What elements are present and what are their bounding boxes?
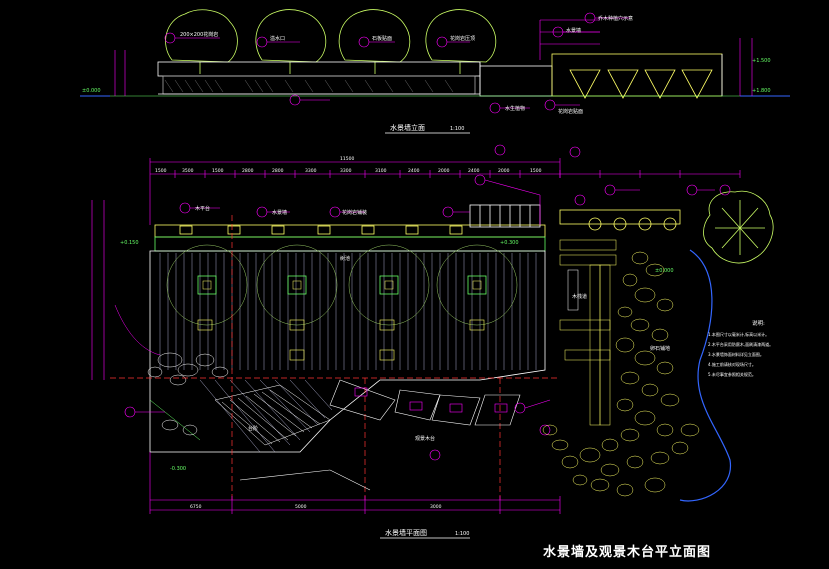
- plan-level-1: +0.300: [500, 240, 519, 246]
- notes-block: 说明: 1.本图尺寸以毫米计,标高以米计。 2.木平台采用防腐木,面刷清漆两道。…: [708, 319, 773, 377]
- elevation-trees: [165, 9, 497, 74]
- elevation-scale: 1:100: [450, 126, 464, 132]
- bottom-dim-2: 3000: [430, 504, 442, 510]
- plan-label-1: 水景墙: [272, 209, 287, 216]
- plan-stairs: [214, 384, 331, 446]
- elev-label-4: 花岗岩压顶: [450, 35, 475, 42]
- dim-8: 2400: [408, 168, 420, 174]
- plan-top-dim-texts: 1500 3500 1500 2800 2800 3300 3300 3100 …: [155, 156, 542, 174]
- plan-title: 水景墙平面图: [385, 528, 427, 537]
- dim-6: 3300: [340, 168, 352, 174]
- elevation-title-block: 水景墙立面 1:100: [385, 123, 470, 134]
- plan-view: 1500 3500 1500 2800 2800 3300 3300 3100 …: [91, 144, 774, 539]
- elev-label-1: 200×200花岗岩: [180, 31, 218, 38]
- elev-label-3: 石板贴面: [372, 35, 392, 42]
- dim-7: 3100: [375, 168, 387, 174]
- plan-boardwalk-right: [559, 239, 617, 426]
- dim-3: 2800: [242, 168, 254, 174]
- plan-label-2: 花岗岩铺装: [342, 209, 367, 216]
- plan-label-5: 台阶: [248, 425, 258, 432]
- dim-0: 1500: [155, 168, 167, 174]
- plan-pebbles: [542, 251, 700, 497]
- plan-label-0: 木平台: [195, 205, 210, 212]
- elevation-title: 水景墙立面: [390, 123, 425, 132]
- notes-line-1: 2.木平台采用防腐木,面刷清漆两道。: [708, 341, 773, 347]
- dim-12: 1500: [530, 168, 542, 174]
- plan-label-group: 木平台 水景墙 花岗岩铺装 树池 木栈道 台阶 卵石铺地 观景木台 +0.150…: [120, 205, 674, 472]
- plan-level-3: ±0.000: [655, 268, 674, 274]
- plan-axis-lines: [110, 215, 560, 500]
- elev-level-2: +1.800: [752, 88, 771, 94]
- notes-line-4: 5.未尽事宜参照相关规范。: [708, 371, 756, 377]
- notes-line-0: 1.本图尺寸以毫米计,标高以米计。: [708, 331, 769, 337]
- elevation-stone-hatch: [164, 79, 454, 93]
- elev-level-0: ±0.000: [82, 88, 101, 94]
- dim-10: 2400: [468, 168, 480, 174]
- dim-4: 2800: [272, 168, 284, 174]
- elev-label-2: 溢水口: [270, 35, 285, 42]
- plan-bottom-dim-texts: 6750 5000 3000: [190, 504, 442, 510]
- dim-2: 1500: [212, 168, 224, 174]
- dim-overall: 11500: [340, 156, 354, 162]
- elevation-view: 乔木种植穴示意 200×200花岗岩 溢水口 石板贴面 花岗岩压顶 水景墙 水生…: [80, 9, 790, 134]
- plan-label-3: 树池: [340, 255, 350, 262]
- plan-scale: 1:100: [455, 531, 469, 537]
- elev-label-7: 花岗岩贴面: [558, 108, 583, 115]
- plan-viewing-platforms: [329, 379, 521, 426]
- elevation-planters: [569, 69, 713, 99]
- plan-label-6: 卵石铺地: [650, 345, 670, 352]
- notes-heading: 说明:: [752, 319, 765, 327]
- elevation-label-group: 乔木种植穴示意 200×200花岗岩 溢水口 石板贴面 花岗岩压顶 水景墙 水生…: [82, 15, 771, 115]
- plan-label-4: 木栈道: [572, 293, 587, 300]
- plan-label-7: 观景木台: [415, 435, 435, 442]
- plan-level-2: -0.300: [170, 466, 186, 472]
- elev-label-5: 水景墙: [566, 27, 581, 34]
- drawing-main-title: 水景墙及观景木台平立面图: [543, 545, 712, 560]
- dim-5: 3300: [305, 168, 317, 174]
- plan-water-edge: [679, 249, 731, 502]
- plan-top-dimensions: [91, 158, 741, 380]
- bottom-dim-1: 5000: [295, 504, 307, 510]
- plan-tree-pits: [166, 244, 518, 361]
- dim-11: 2000: [498, 168, 510, 174]
- elevation-leaders: [164, 12, 630, 114]
- bottom-dim-0: 6750: [190, 504, 202, 510]
- notes-line-3: 4.施工前请核对现场尺寸。: [708, 361, 756, 367]
- plan-level-0: +0.150: [120, 240, 139, 246]
- plan-rocks-left: [114, 304, 229, 441]
- plan-tree-right: [703, 190, 774, 264]
- elev-level-1: +1.500: [752, 58, 771, 64]
- elev-label-6: 水生植物: [505, 105, 525, 112]
- plan-title-block: 水景墙平面图 1:100: [380, 528, 470, 539]
- elev-label-0: 乔木种植穴示意: [598, 15, 633, 22]
- plan-leaders: [124, 144, 731, 461]
- dim-1: 3500: [182, 168, 194, 174]
- notes-line-2: 3.水景墙饰面材料详见立面图。: [708, 351, 764, 357]
- dim-9: 2000: [438, 168, 450, 174]
- plan-bottom-dimensions: [149, 452, 561, 514]
- plan-deck: [149, 250, 546, 453]
